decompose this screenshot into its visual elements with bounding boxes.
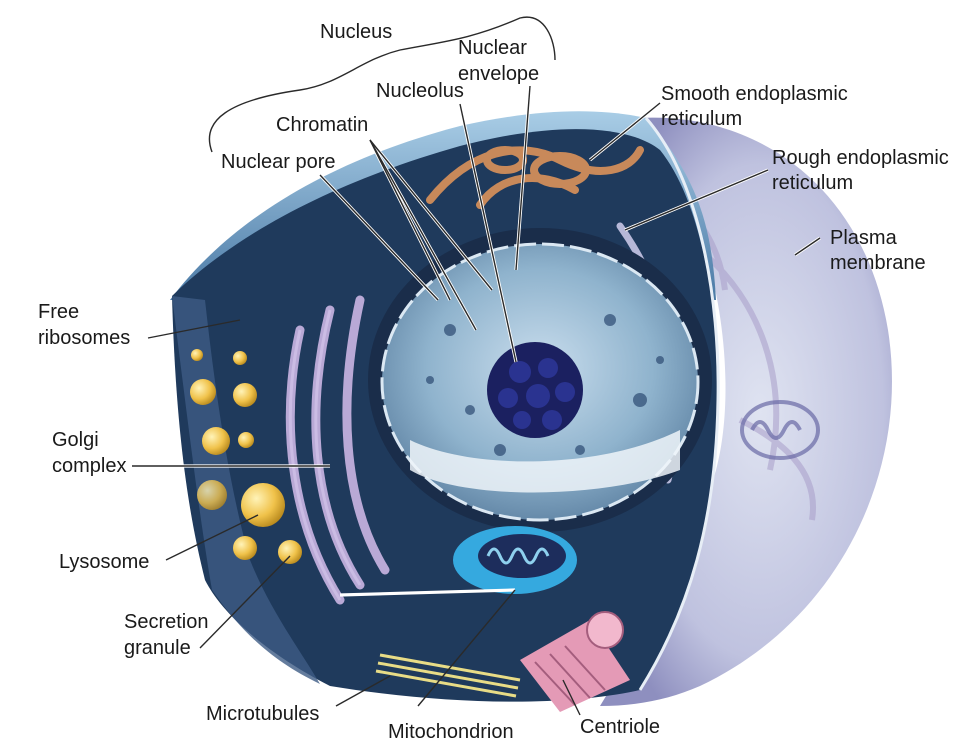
lysosomes — [190, 349, 302, 564]
label-rough-er: Rough endoplasmic reticulum — [772, 147, 954, 194]
centriole — [520, 611, 630, 712]
label-plasma-membrane: Plasma membrane — [830, 227, 926, 274]
leader-lines — [132, 85, 821, 716]
label-free-ribosomes: Free ribosomes — [38, 301, 130, 349]
nucleus-brace — [208, 16, 556, 153]
label-chromatin: Chromatin — [276, 114, 368, 136]
chromatin — [426, 314, 664, 456]
label-nuclear-envelope: Nuclear envelope — [458, 37, 539, 85]
plasma-membrane-surface — [600, 117, 892, 707]
label-secretion-granule: Secretion granule — [124, 611, 214, 659]
label-microtubules: Microtubules — [206, 703, 319, 725]
nucleolus — [487, 342, 583, 438]
label-centriole: Centriole — [580, 716, 660, 738]
label-smooth-er: Smooth endoplasmic reticulum — [661, 83, 853, 130]
label-mitochondrion: Mitochondrion — [388, 721, 514, 743]
label-nucleus: Nucleus — [320, 21, 392, 43]
mitochondrion — [453, 526, 577, 594]
label-nuclear-pore: Nuclear pore — [221, 151, 336, 173]
label-nucleolus: Nucleolus — [376, 80, 464, 102]
label-lysosome: Lysosome — [59, 551, 149, 573]
label-golgi-complex: Golgi complex — [52, 429, 126, 477]
